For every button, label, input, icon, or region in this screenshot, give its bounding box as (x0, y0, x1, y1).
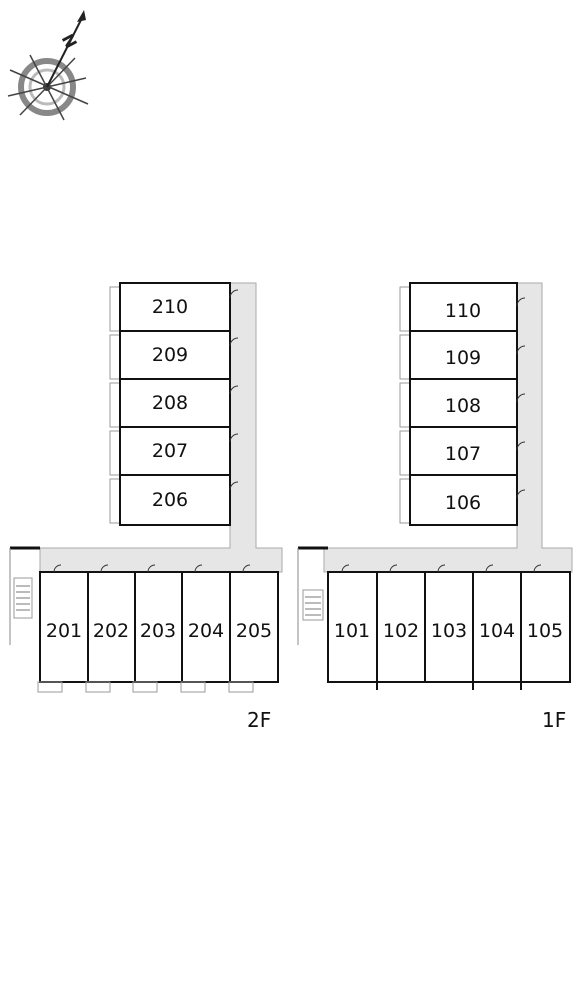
room-number: 204 (188, 620, 224, 642)
corridor-2f (39, 282, 283, 573)
balcony-outlines-2f (109, 286, 121, 524)
room-110: 110 (409, 282, 518, 332)
room-number: 109 (445, 347, 481, 369)
first-floor: 110 109 108 107 106 (297, 282, 573, 732)
door-icons-2f-vertical (229, 289, 239, 491)
room-number: 202 (93, 620, 129, 642)
room-105: 105 (520, 571, 571, 683)
room-number: 205 (236, 620, 272, 642)
room-number: 106 (445, 492, 481, 514)
staircase-2f (9, 546, 40, 645)
balcony-outlines-2f-bottom (37, 681, 254, 693)
room-number: 206 (152, 489, 188, 511)
room-number: 110 (445, 300, 481, 322)
room-206: 206 (119, 474, 231, 526)
room-207: 207 (119, 426, 231, 476)
room-number: 209 (152, 344, 188, 366)
floor-label-1f: 1F (542, 708, 566, 732)
north-label: N (58, 31, 81, 52)
room-202: 202 (87, 571, 136, 683)
room-106: 106 (409, 474, 518, 526)
room-109: 109 (409, 330, 518, 380)
room-number: 201 (46, 620, 82, 642)
room-208: 208 (119, 378, 231, 428)
room-number: 108 (445, 395, 481, 417)
room-number: 102 (383, 620, 419, 642)
room-203: 203 (134, 571, 183, 683)
wall-ticks-1f (376, 682, 522, 690)
room-number: 203 (140, 620, 176, 642)
compass: N (7, 10, 89, 121)
room-103: 103 (424, 571, 474, 683)
room-102: 102 (376, 571, 426, 683)
door-icons-1f-vertical (516, 297, 526, 499)
room-205: 205 (229, 571, 279, 683)
room-209: 209 (119, 330, 231, 380)
door-icons-1f-horizontal (341, 564, 542, 573)
room-number: 210 (152, 296, 188, 318)
room-204: 204 (181, 571, 231, 683)
room-201: 201 (39, 571, 89, 683)
compass-rose-icon (7, 10, 89, 121)
room-number: 207 (152, 440, 188, 462)
room-210: 210 (119, 282, 231, 332)
room-number: 104 (479, 620, 515, 642)
room-number: 105 (527, 620, 563, 642)
floor-label-2f: 2F (247, 708, 271, 732)
room-107: 107 (409, 426, 518, 476)
room-104: 104 (472, 571, 522, 683)
room-number: 107 (445, 443, 481, 465)
staircase-1f (297, 546, 328, 645)
balcony-outlines-1f (399, 286, 411, 524)
room-number: 103 (431, 620, 467, 642)
room-108: 108 (409, 378, 518, 428)
room-number: 101 (334, 620, 370, 642)
second-floor: 210 209 208 207 206 (9, 282, 283, 732)
door-icons-2f-horizontal (53, 564, 251, 573)
room-101: 101 (327, 571, 378, 683)
corridor-1f (323, 282, 573, 573)
room-number: 208 (152, 392, 188, 414)
